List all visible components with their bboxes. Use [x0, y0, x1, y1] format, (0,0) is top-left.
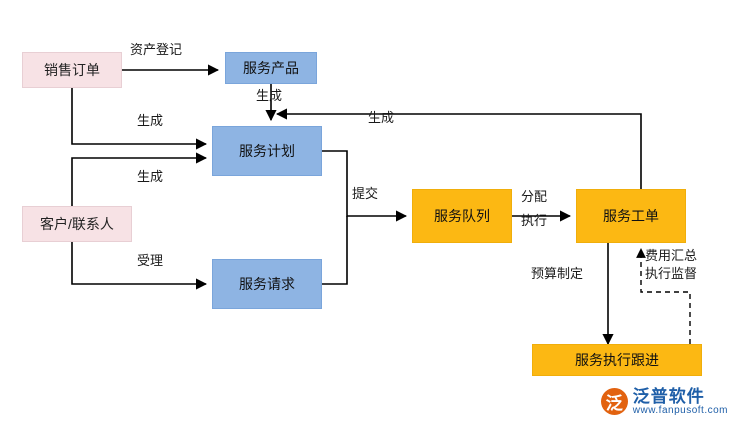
- watermark-text: 泛普软件 www.fanpusoft.com: [632, 386, 728, 416]
- node-service-request[interactable]: 服务请求: [212, 259, 322, 309]
- node-label: 客户/联系人: [40, 215, 114, 232]
- node-label: 服务请求: [239, 275, 295, 292]
- node-sales-order[interactable]: 销售订单: [22, 52, 122, 88]
- edge-label-assign: 分配: [521, 189, 548, 204]
- edge-label-cost-summary: 费用汇总: [645, 248, 698, 263]
- edge-label-generate-4: 生成: [137, 169, 164, 184]
- edge-label-generate-2: 生成: [137, 113, 164, 128]
- node-service-plan[interactable]: 服务计划: [212, 126, 322, 176]
- node-service-product[interactable]: 服务产品: [225, 52, 317, 84]
- node-label: 服务工单: [603, 207, 659, 224]
- edge-worksheet-to-plan: [275, 108, 642, 189]
- node-label: 服务计划: [239, 142, 295, 159]
- edge-label-exec-supervision: 执行监督: [645, 266, 698, 281]
- brand-url: www.fanpusoft.com: [632, 404, 728, 416]
- node-label: 服务产品: [243, 59, 299, 76]
- node-label: 服务队列: [434, 207, 490, 224]
- node-service-queue[interactable]: 服务队列: [412, 189, 512, 243]
- node-label: 销售订单: [44, 61, 100, 78]
- edge-label-asset-registration: 资产登记: [130, 42, 183, 57]
- edge-label-generate-3: 生成: [368, 110, 395, 125]
- edge-label-generate-1: 生成: [256, 88, 283, 103]
- edge-label-submit: 提交: [352, 186, 379, 201]
- node-customer-contact[interactable]: 客户/联系人: [22, 206, 132, 242]
- brand-name-cn: 泛普软件: [632, 386, 705, 406]
- brand-logo-icon: 泛: [600, 388, 628, 416]
- edge-request-to-queue: [322, 216, 348, 285]
- edge-label-accept: 受理: [137, 253, 164, 268]
- edge-label-budget-set: 预算制定: [531, 266, 584, 281]
- node-label: 服务执行跟进: [575, 351, 659, 368]
- watermark: 泛 泛普软件 www.fanpusoft.com: [600, 386, 728, 416]
- node-service-worksheet[interactable]: 服务工单: [576, 189, 686, 243]
- node-service-followup[interactable]: 服务执行跟进: [532, 344, 702, 376]
- edge-plan-to-queue: [322, 150, 408, 222]
- edge-label-execute: 执行: [521, 213, 548, 228]
